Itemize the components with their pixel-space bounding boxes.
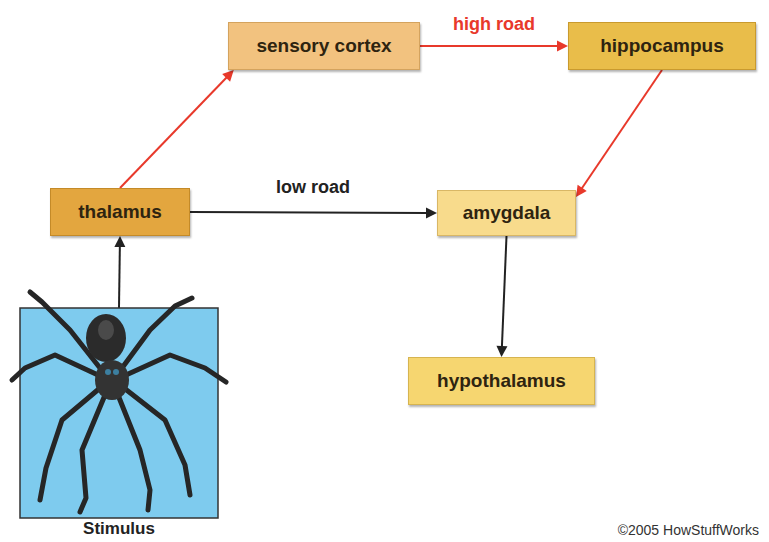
pathway-label-holder: high road [450,14,538,35]
copyright-note: ©2005 HowStuffWorks [618,522,759,538]
stimulus-caption: Stimulus [20,519,218,539]
brain-region-box: hippocampus [568,22,756,70]
pathway-arrow [114,236,125,308]
pathway-arrow [120,70,234,188]
pathway-arrow [420,41,568,52]
region-name: hypothalamus [437,370,566,392]
pathway-arrow [576,70,662,197]
region-name: sensory cortex [256,35,391,57]
region-name: hippocampus [600,35,724,57]
brain-region-box: thalamus [50,188,190,236]
region-name: amygdala [463,202,551,224]
copyright-holder: ©2005 HowStuffWorks [618,521,759,539]
pathway-arrow [190,207,437,218]
pathway-label: high road [450,14,538,34]
pathway-label-holder: low road [273,177,353,198]
stimulus-picture: Stimulus [20,308,218,539]
brain-region-box: sensory cortex [228,22,420,70]
region-name: thalamus [78,201,161,223]
brain-region-box: hypothalamus [408,357,595,405]
brain-region-box: amygdala [437,190,576,236]
pathway-label: low road [273,177,353,197]
pathway-arrow [496,236,507,357]
spider-illustration [20,308,218,518]
